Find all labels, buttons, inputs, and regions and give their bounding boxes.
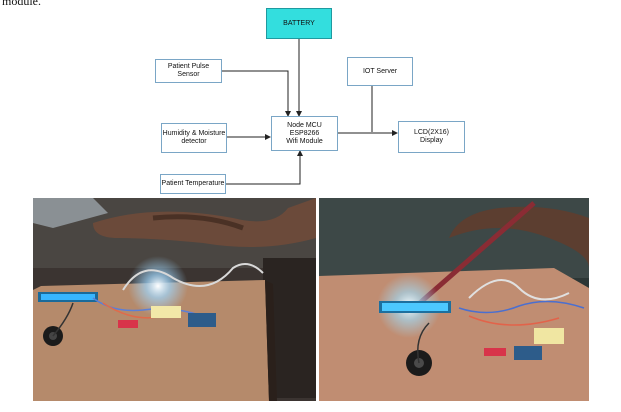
node-humidity-moisture: Humidity & Moisture detector — [161, 123, 227, 153]
document-top-text: module. — [2, 0, 41, 8]
node-patient-temperature: Patient Temperature — [160, 174, 226, 194]
node-lcd-display: LCD(2X16) Display — [398, 121, 465, 153]
node-battery: BATTERY — [266, 8, 332, 39]
prototype-photo-right — [319, 198, 589, 401]
prototype-photo-left — [33, 198, 316, 401]
node-mcu: Node MCU ESP8266 Wifi Module — [271, 116, 338, 151]
edge-temp-mcu — [226, 150, 303, 185]
node-pulse-sensor: Patient Pulse Sensor — [155, 59, 222, 83]
edge-pulse-mcu — [222, 70, 291, 117]
node-iot-server: IOT Server — [347, 57, 413, 86]
block-diagram — [222, 39, 398, 185]
